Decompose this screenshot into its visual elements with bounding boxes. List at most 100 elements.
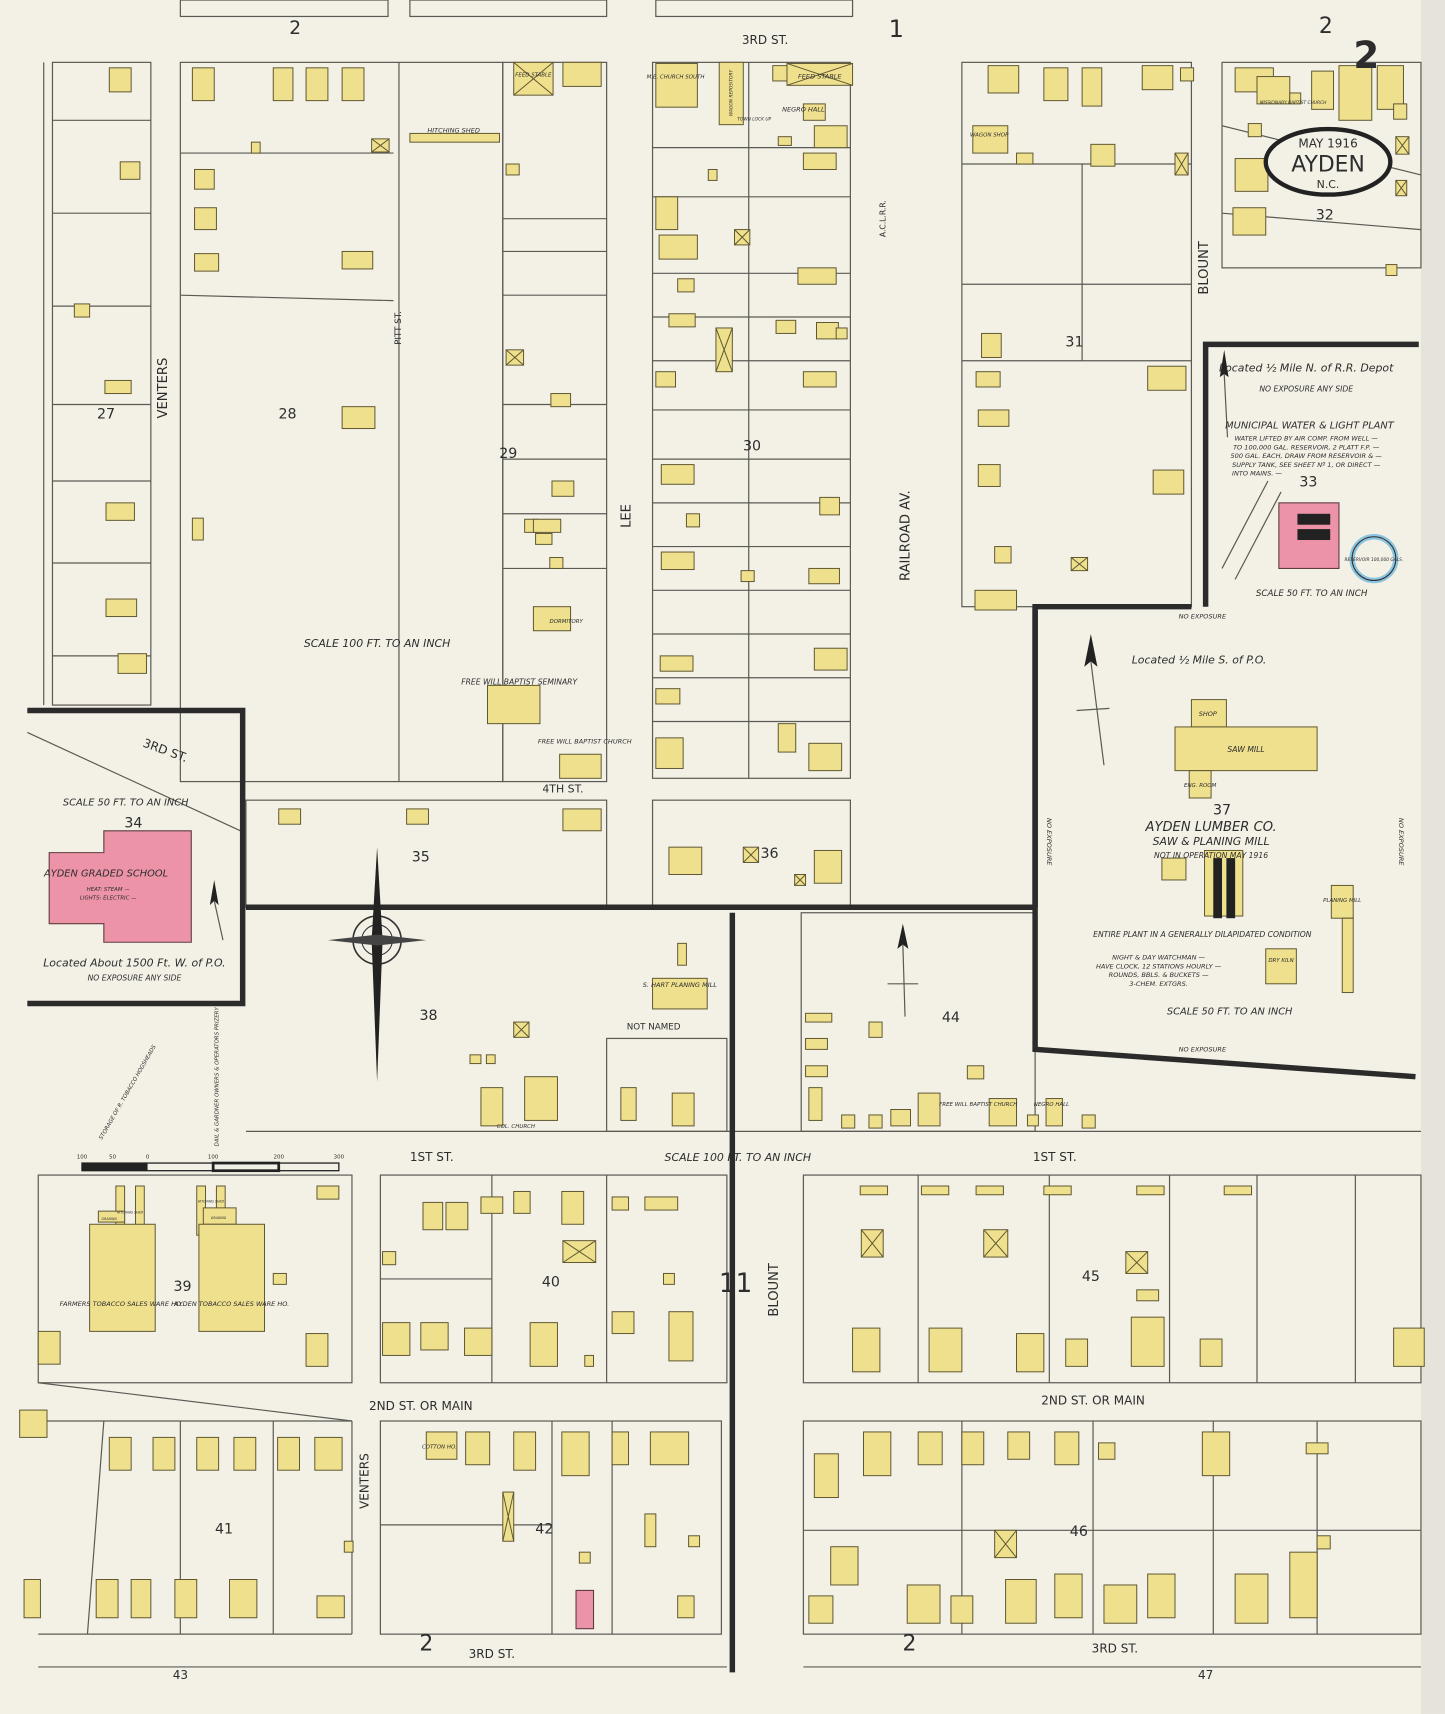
frame-building bbox=[906, 1584, 941, 1624]
blocks-13-label: 40 bbox=[542, 1275, 560, 1291]
stable-cross-icon bbox=[860, 1229, 884, 1258]
frame-building bbox=[707, 168, 718, 181]
frame-building bbox=[813, 125, 848, 149]
streets-venters_top-label: VENTERS bbox=[156, 358, 171, 419]
frame-building bbox=[1043, 67, 1069, 102]
blocks-11-label: 38 bbox=[419, 1008, 437, 1024]
frame-building bbox=[988, 1098, 1018, 1127]
frame-building bbox=[660, 551, 695, 571]
labels-fwb_church_2-label: FREE WILL BAPTIST CHURCH bbox=[939, 1102, 1017, 1108]
frame-building bbox=[505, 163, 520, 176]
water_plant-notes-1-label: TO 100,000 GAL. RESERVOIR, 2 PLATT F.P. … bbox=[1233, 443, 1380, 451]
stable-cross-icon bbox=[1070, 557, 1088, 572]
sheet_refs-4-label: 2 bbox=[902, 1632, 916, 1657]
blocks-10-label: 37 bbox=[1213, 802, 1231, 818]
frame-building bbox=[73, 303, 91, 318]
stable-cross-icon bbox=[513, 1021, 530, 1038]
frame-building bbox=[341, 67, 365, 102]
labels-grading_2-label: GRADING bbox=[211, 1216, 227, 1220]
frame-building bbox=[108, 67, 132, 93]
labels-prizery-label: DAIL & GARDNER OWNERS & OPERATORS PRIZER… bbox=[215, 1006, 221, 1146]
scale_bar-3-label: 100 bbox=[208, 1155, 219, 1161]
frame-building bbox=[961, 1431, 985, 1466]
frame-building bbox=[105, 598, 138, 618]
stable-cross-icon bbox=[505, 349, 524, 366]
frame-building bbox=[977, 464, 1001, 487]
frame-building bbox=[835, 327, 848, 340]
frame-building bbox=[655, 371, 676, 388]
frame-building bbox=[584, 1354, 595, 1367]
school-location-label: Located About 1500 Ft. W. of P.O. bbox=[43, 956, 225, 969]
frame-building bbox=[174, 1579, 198, 1619]
frame-building bbox=[104, 379, 132, 395]
frame-building bbox=[685, 513, 701, 528]
labels-wagon_shop-label: WAGON SHOP bbox=[970, 133, 1009, 139]
frame-building bbox=[819, 496, 840, 516]
scale_bar-2-label: 0 bbox=[146, 1155, 150, 1161]
lumber-sub-label: SAW & PLANING MILL bbox=[1153, 835, 1270, 848]
frame-building bbox=[464, 1327, 493, 1356]
scale_bar-5-label: 300 bbox=[334, 1155, 345, 1161]
lumber-protection-1-label: HAVE CLOCK, 12 STATIONS HOURLY — bbox=[1096, 962, 1222, 970]
frame-building bbox=[772, 65, 789, 82]
map-symbols bbox=[81, 126, 1399, 1173]
frame-building bbox=[1341, 917, 1354, 994]
streets-blount_bottom-label: BLOUNT bbox=[767, 1262, 782, 1317]
labels-hitching_shed-label: HITCHING SHED bbox=[427, 126, 480, 134]
scale_bar-0-label: 100 bbox=[77, 1155, 88, 1161]
streets-third_bottom_right-label: 3RD ST. bbox=[1092, 1642, 1138, 1656]
frame-building bbox=[1316, 1535, 1331, 1550]
stable-cross-icon bbox=[786, 62, 853, 86]
inset-frame-line bbox=[1202, 341, 1419, 607]
frame-building bbox=[649, 1431, 690, 1466]
frame-building bbox=[655, 737, 684, 769]
frame-building bbox=[549, 557, 564, 569]
frame-building bbox=[662, 1272, 675, 1285]
blocks-19-label: 46 bbox=[1070, 1524, 1088, 1540]
frame-building bbox=[532, 518, 562, 533]
stable-cross-icon bbox=[734, 229, 751, 246]
frame-building bbox=[341, 406, 376, 430]
lumber-protection-3-label: 3-CHEM. EXTGRS. bbox=[1129, 980, 1187, 988]
frame-building bbox=[1136, 1289, 1160, 1302]
frame-building bbox=[229, 1579, 258, 1619]
frame-building bbox=[1385, 264, 1398, 276]
frame-building bbox=[314, 1436, 343, 1471]
frame-building bbox=[777, 136, 792, 146]
buildings bbox=[19, 61, 1425, 1630]
lumber-exposure-label: NO EXPOSURE bbox=[1179, 1046, 1227, 1054]
boiler-icon bbox=[1226, 858, 1236, 919]
frame-building bbox=[977, 409, 1010, 427]
title-date-label: MAY 1916 bbox=[1298, 137, 1357, 151]
streets-pitt-label: PITT ST. bbox=[394, 311, 404, 345]
frame-building bbox=[1232, 207, 1267, 236]
water_plant-notes-4-label: INTO MAINS. — bbox=[1232, 470, 1282, 478]
water_plant-scale-label: SCALE 50 FT. TO AN INCH bbox=[1256, 589, 1368, 599]
frame-building bbox=[305, 1333, 329, 1367]
frame-building bbox=[1103, 1584, 1138, 1624]
frame-building bbox=[740, 570, 755, 583]
frame-building bbox=[382, 1251, 397, 1266]
scale_bar-1-label: 50 bbox=[109, 1155, 116, 1161]
labels-hitch_1-label: HITCHING SHED bbox=[117, 1210, 144, 1214]
frame-building bbox=[551, 480, 575, 497]
frame-building bbox=[341, 250, 374, 270]
frame-building bbox=[382, 1322, 411, 1356]
stable-cross-icon bbox=[742, 846, 759, 863]
labels-me_church-label: M.E. CHURCH SOUTH bbox=[647, 75, 705, 81]
blocks-12-label: 39 bbox=[174, 1279, 192, 1295]
sheet_refs-0-label: 2 bbox=[289, 18, 301, 39]
north-arrow-icon bbox=[209, 349, 1229, 1017]
frame-building bbox=[1190, 699, 1227, 728]
frame-building bbox=[1247, 123, 1262, 138]
frame-building bbox=[1311, 70, 1335, 110]
frame-building bbox=[1204, 849, 1244, 917]
frame-building bbox=[37, 1330, 61, 1365]
frame-building bbox=[1141, 65, 1174, 91]
frame-building bbox=[677, 278, 695, 293]
labels-cotton-label: COTTON HO. bbox=[422, 1444, 457, 1450]
frame-building bbox=[1007, 1431, 1031, 1460]
frame-building bbox=[425, 1431, 458, 1460]
frame-building bbox=[1026, 1114, 1039, 1127]
blocks-1-label: 28 bbox=[278, 407, 296, 423]
